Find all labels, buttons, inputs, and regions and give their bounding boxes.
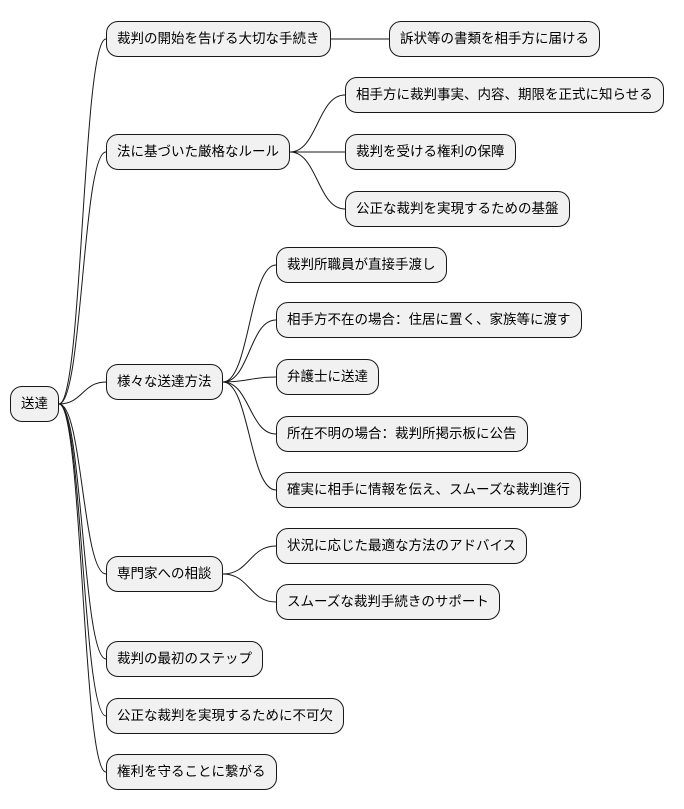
connector-line (222, 319, 277, 383)
mindmap-leaf-node: 裁判を受ける権利の保障 (345, 134, 516, 170)
connector-line (222, 381, 277, 491)
mindmap-leaf-node: 所在不明の場合：裁判所掲示板に公告 (276, 416, 528, 452)
mindmap-leaf-node: 状況に応じた最適な方法のアドバイス (276, 528, 528, 564)
connector-line (222, 264, 277, 383)
mindmap-leaf-node: スムーズな裁判手続きのサポート (276, 584, 500, 620)
mindmap-branch-node: 権利を守ることに繋がる (106, 754, 277, 790)
mindmap-branch-node: 専門家への相談 (106, 556, 223, 592)
mindmap-leaf-node: 訴状等の書類を相手方に届ける (389, 21, 600, 57)
mindmap-branch-node: 公正な裁判を実現するために不可欠 (106, 698, 344, 734)
mindmap-branch-node: 裁判の最初のステップ (106, 641, 263, 677)
connector-line (289, 151, 346, 210)
mindmap-branch-node: 法に基づいた厳格なルール (106, 134, 290, 170)
connector-line (58, 403, 107, 575)
connector-line (58, 403, 107, 773)
mindmap-root-node: 送達 (10, 386, 59, 422)
connector-line (222, 545, 277, 575)
mindmap-branch-node: 裁判の開始を告げる大切な手続き (106, 21, 331, 57)
mindmap-leaf-node: 弁護士に送達 (276, 359, 379, 395)
connector-line (58, 38, 107, 405)
mindmap-leaf-node: 公正な裁判を実現するための基盤 (345, 191, 570, 227)
mindmap-leaf-node: 裁判所職員が直接手渡し (276, 247, 447, 283)
mindmap-leaf-node: 相手方不在の場合：住居に置く、家族等に渡す (276, 302, 582, 338)
connector-line (58, 403, 107, 660)
mindmap-leaf-node: 相手方に裁判事実、内容、期限を正式に知らせる (345, 77, 664, 113)
connector-line (58, 381, 107, 405)
connector-line (222, 381, 277, 435)
mindmap-leaf-node: 確実に相手に情報を伝え、スムーズな裁判進行 (276, 472, 581, 508)
connector-line (222, 376, 277, 383)
connector-line (58, 403, 107, 717)
connector-line (58, 151, 107, 405)
connector-line (289, 94, 346, 153)
connector-line (222, 573, 277, 603)
mindmap-branch-node: 様々な送達方法 (106, 364, 223, 400)
